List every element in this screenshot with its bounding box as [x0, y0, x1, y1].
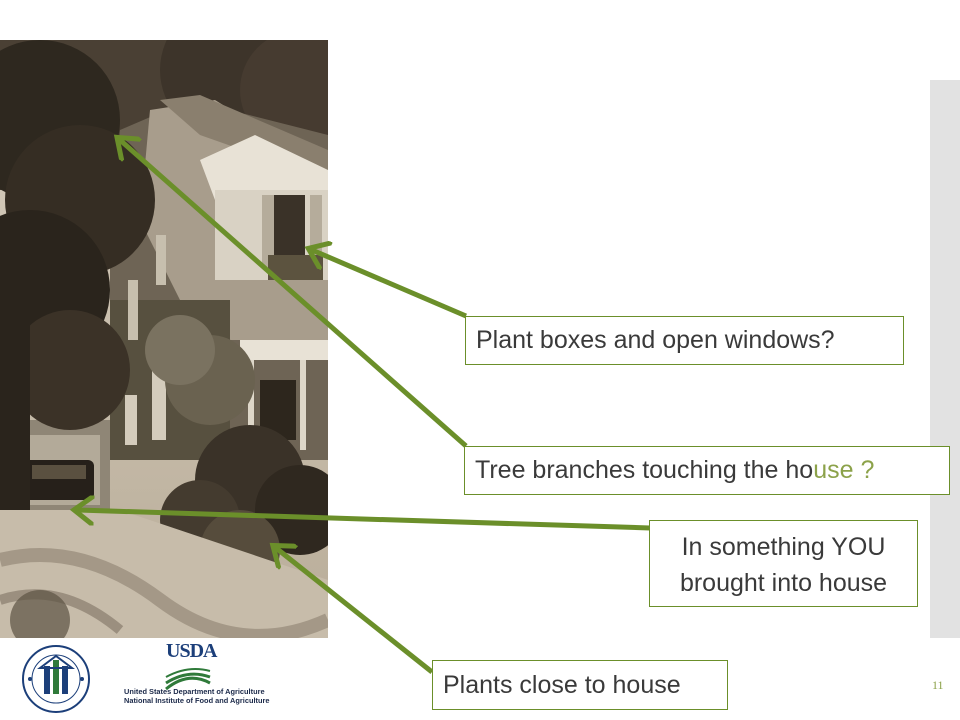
- callout-plant-boxes: Plant boxes and open windows?: [465, 316, 904, 365]
- callout-tree-branches: Tree branches touching the house ?: [464, 446, 950, 495]
- usda-wordmark: USDA: [166, 640, 217, 662]
- callout-something-you-line2: brought into house: [679, 569, 888, 597]
- callout-plants-close-text: Plants close to house: [443, 671, 681, 699]
- callout-tree-branches-text: Tree branches touching the ho: [475, 456, 814, 484]
- usda-subtitle-line1: United States Department of Agriculture: [124, 687, 265, 696]
- usda-subtitle: United States Department of Agriculture …: [124, 687, 269, 705]
- hud-seal-icon: [14, 644, 98, 714]
- house-photo: [0, 40, 328, 638]
- page-number: 11: [932, 678, 944, 692]
- right-side-bar: [930, 80, 960, 638]
- callout-something-you: In something YOU brought into house: [649, 520, 918, 607]
- usda-logo-icon: [165, 668, 211, 691]
- callout-plants-close: Plants close to house: [432, 660, 728, 710]
- arrow-plant-boxes: [312, 250, 467, 319]
- usda-subtitle-line2: National Institute of Food and Agricultu…: [124, 696, 270, 705]
- callout-tree-branches-highlight: use ?: [813, 456, 875, 484]
- house-photo-illustration: [0, 40, 328, 638]
- callout-something-you-line1: In something YOU: [681, 533, 886, 561]
- callout-plant-boxes-text: Plant boxes and open windows?: [476, 326, 835, 354]
- hud-seal-graphic: [22, 645, 90, 713]
- usda-logo: USDA United States Department of Agricul…: [124, 640, 269, 712]
